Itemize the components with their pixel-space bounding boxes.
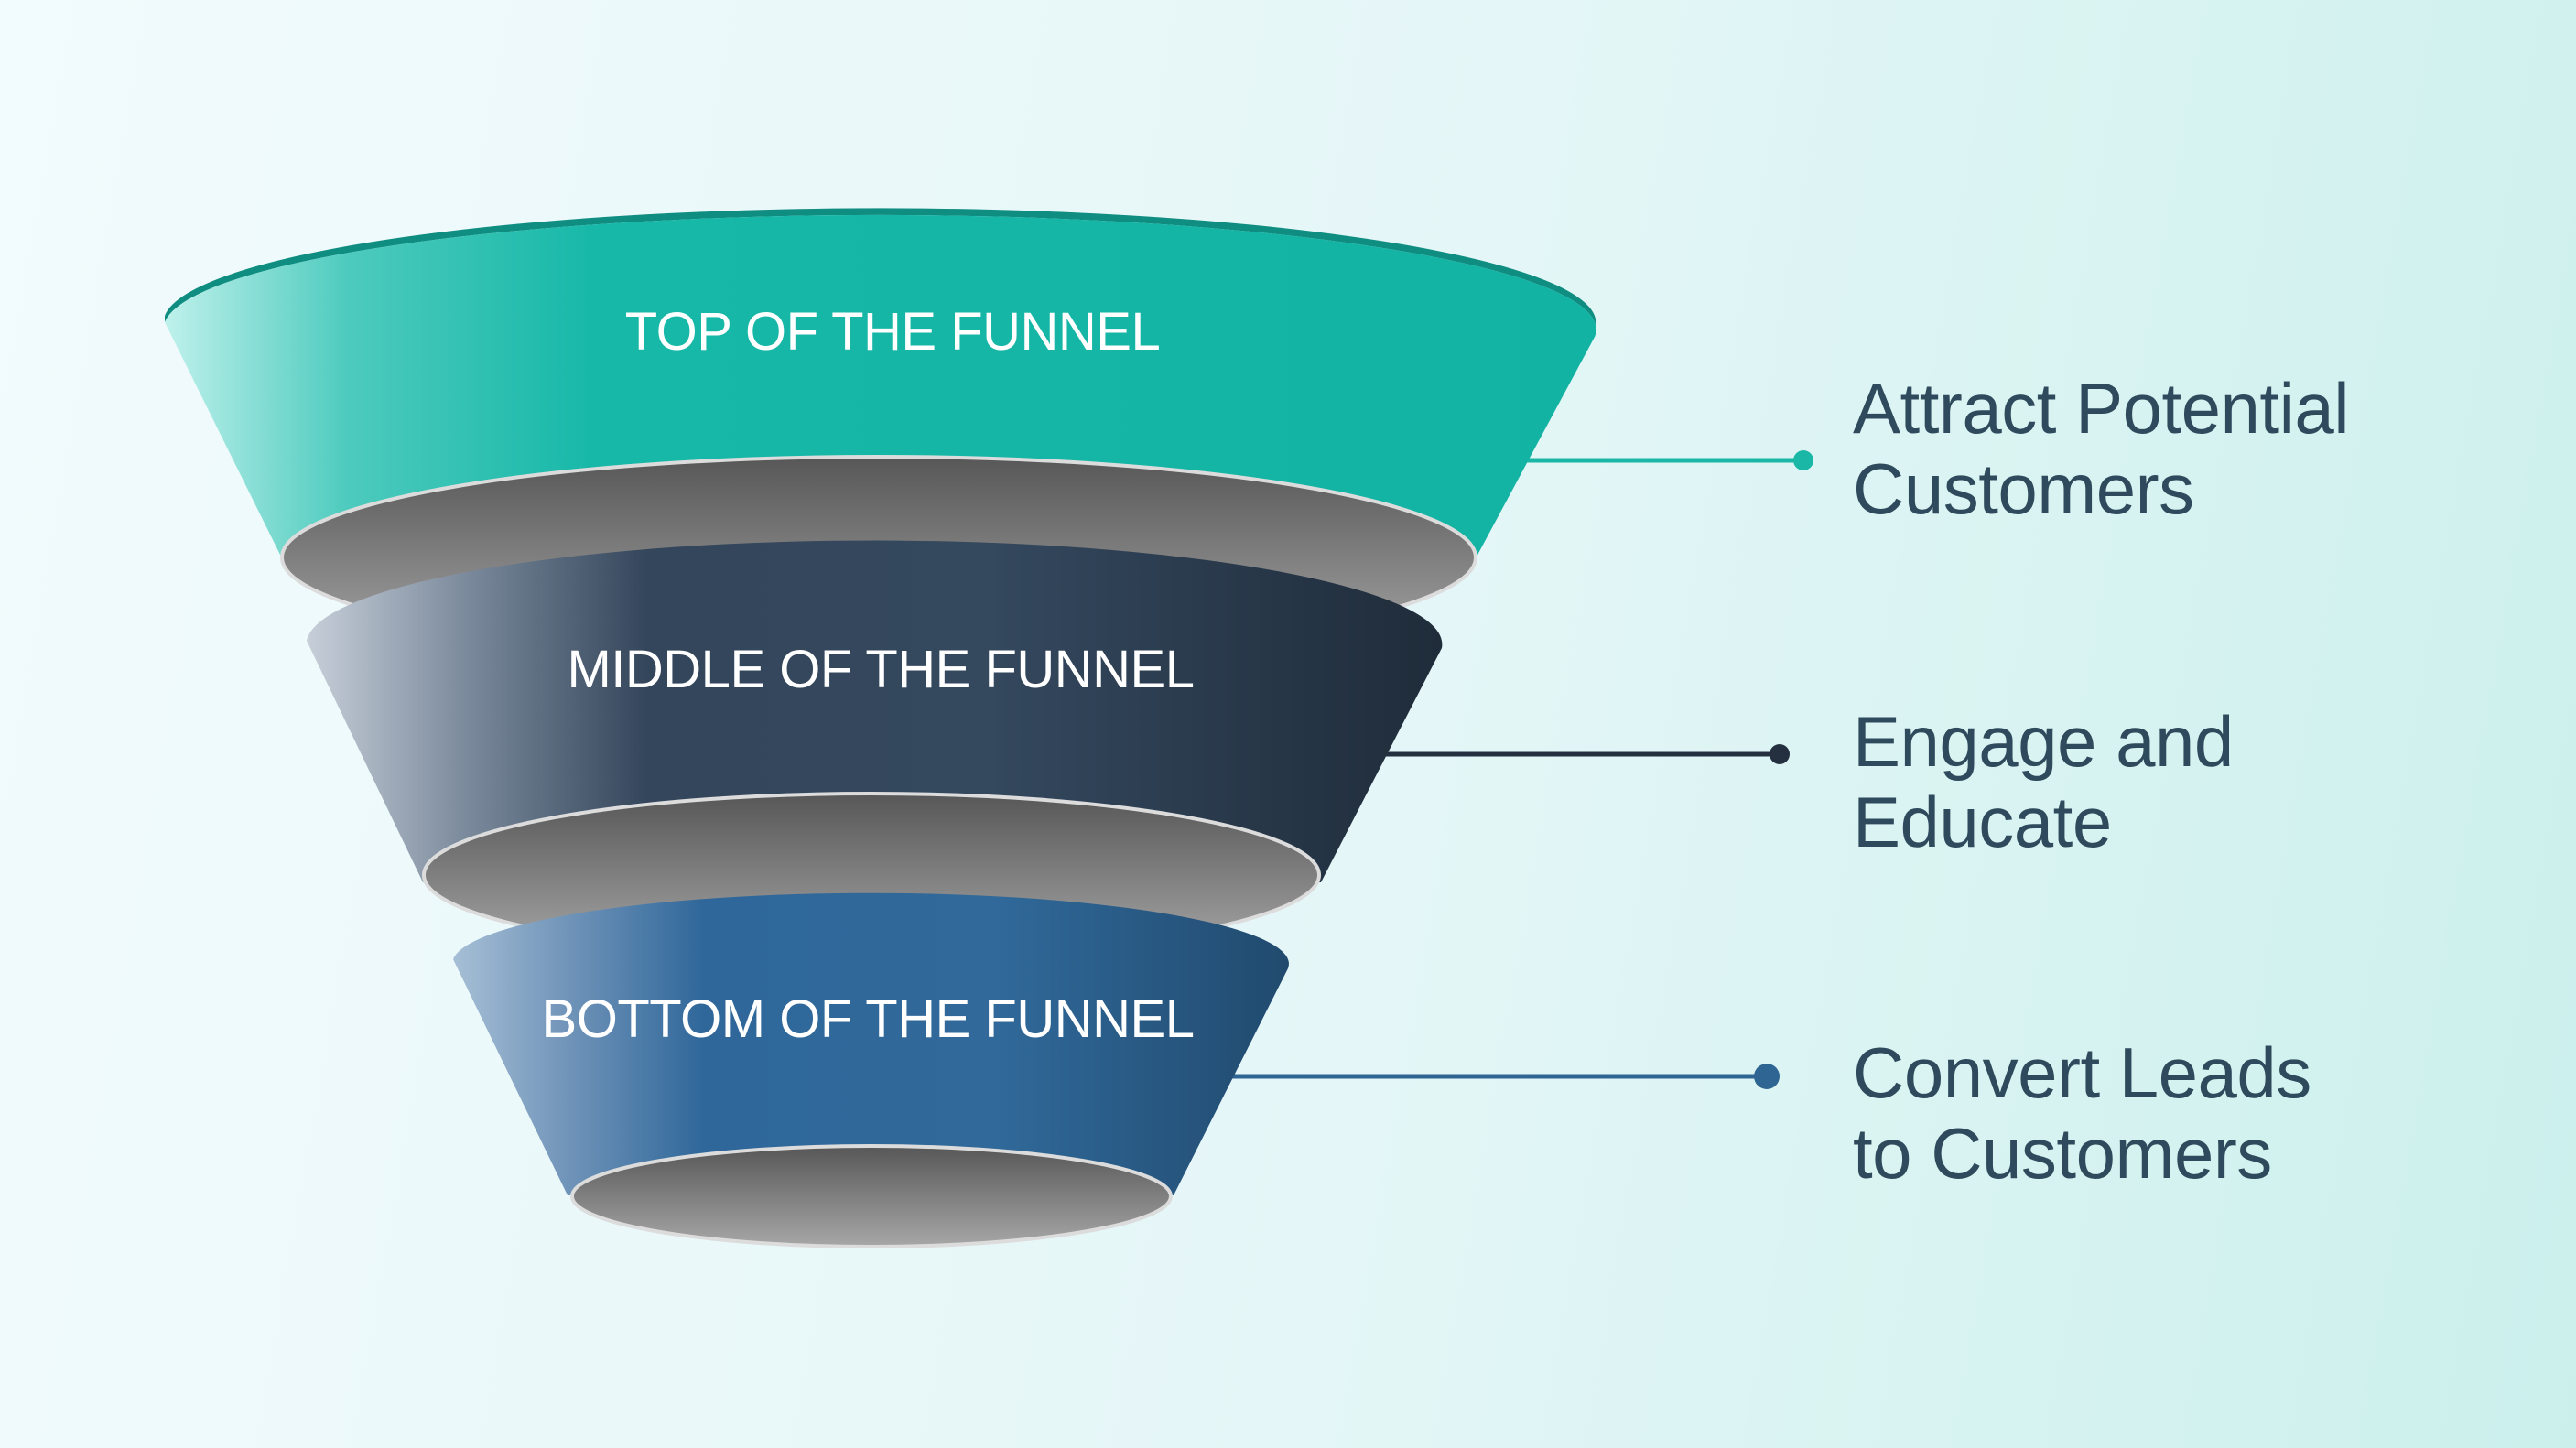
stage-description-top: Attract Potential Customers (1853, 368, 2350, 529)
stage-label-top: TOP OF THE FUNNEL (625, 302, 1161, 362)
stage-description-bottom: Convert Leads to Customers (1853, 1032, 2311, 1194)
funnel-bottom-body (453, 892, 1289, 1195)
stage-description-middle: Engage and Educate (1853, 701, 2234, 862)
connector-dot-middle (1770, 744, 1790, 764)
connector-dot-top (1793, 450, 1813, 470)
connector-dot-bottom (1754, 1064, 1780, 1089)
stage-label-middle: MIDDLE OF THE FUNNEL (567, 640, 1194, 699)
description-bottom-line-1: Convert Leads (1853, 1032, 2311, 1113)
description-middle-line-1: Engage and (1853, 701, 2234, 782)
funnel-middle-body (307, 540, 1443, 882)
funnel-top-body (165, 214, 1596, 558)
funnel-bottom-inner-rim (570, 1144, 1173, 1248)
description-top-line-2: Customers (1853, 448, 2194, 529)
connector-bottom (1231, 1064, 1780, 1089)
description-top-line-1: Attract Potential (1853, 368, 2350, 448)
connector-top (1520, 450, 1813, 470)
funnel-stage-bottom: BOTTOM OF THE FUNNEL (453, 892, 1289, 1248)
connector-middle (1382, 744, 1790, 764)
description-middle-line-2: Educate (1853, 782, 2112, 862)
stage-label-bottom: BOTTOM OF THE FUNNEL (542, 989, 1195, 1049)
description-bottom-line-2: to Customers (1853, 1113, 2272, 1194)
